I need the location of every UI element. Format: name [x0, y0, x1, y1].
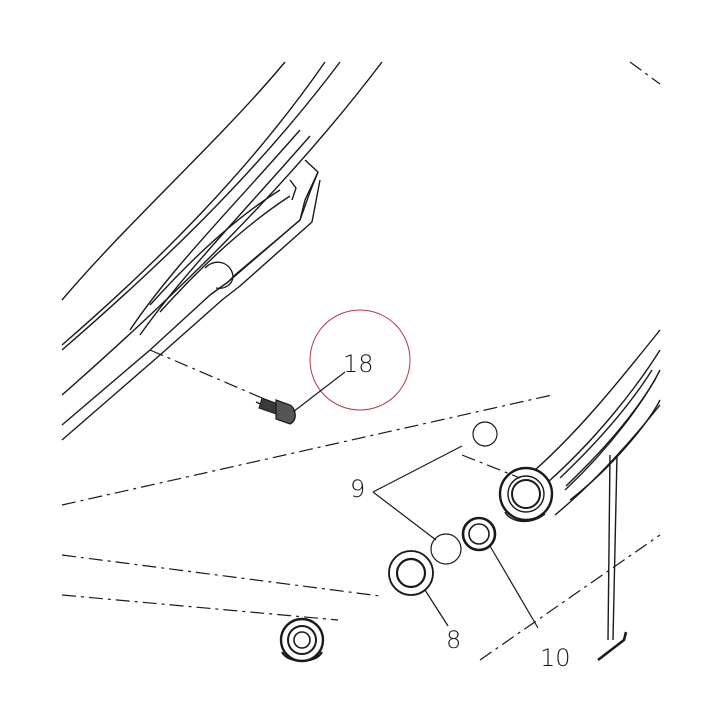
- washer-outer: [388, 550, 434, 596]
- upper-frame-arm: [61, 61, 383, 441]
- part-8-washer: 8: [388, 550, 461, 654]
- callout-9: 9: [350, 475, 365, 503]
- o-ring-lower: [430, 533, 462, 565]
- lower-frame-arm: [498, 329, 661, 662]
- part-9-o-rings: 9: [350, 421, 498, 565]
- lower-bushing: [279, 617, 325, 663]
- part-10-bushings: 10: [461, 516, 571, 672]
- part-18-highlight-circle: [309, 309, 411, 411]
- o-ring-upper: [472, 421, 498, 447]
- callout-10: 10: [540, 644, 571, 672]
- assembly-axes: [61, 61, 661, 661]
- bushing-front: [461, 516, 497, 552]
- callout-8: 8: [446, 626, 461, 654]
- part-18-screw: 18: [255, 309, 411, 425]
- callout-18: 18: [343, 350, 374, 378]
